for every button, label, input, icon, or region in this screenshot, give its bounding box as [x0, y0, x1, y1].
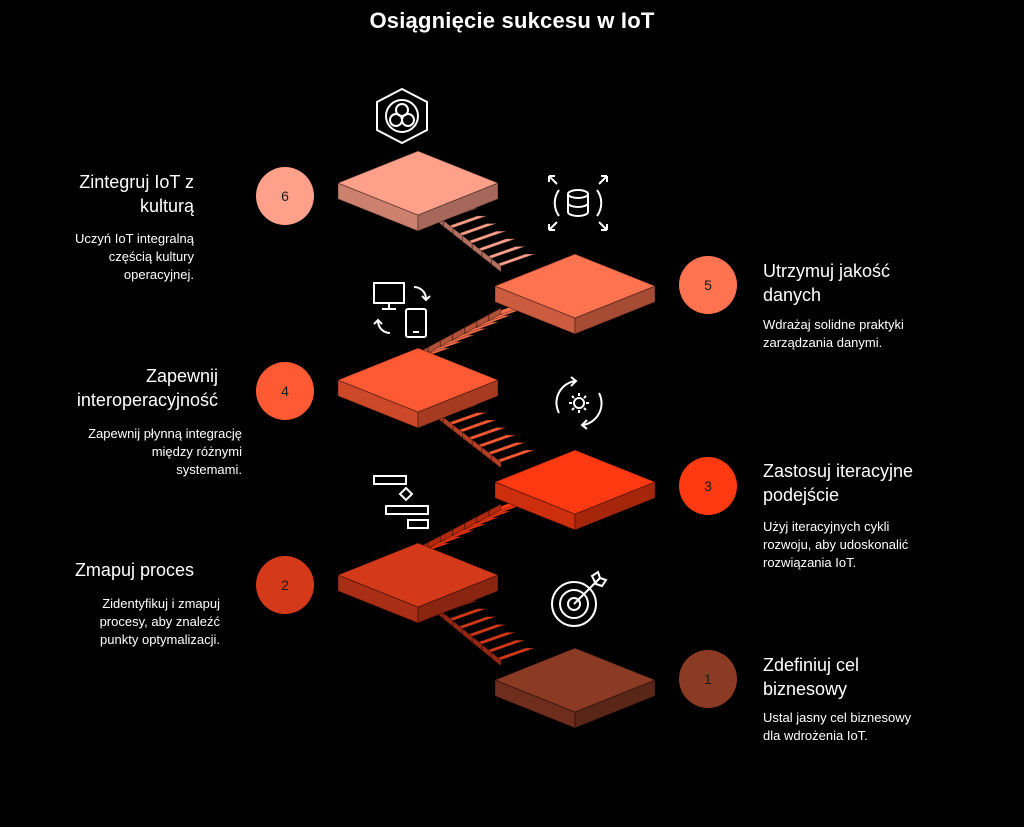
devices-sync-icon	[373, 282, 431, 338]
step-2-badge: 2	[256, 556, 314, 614]
platform-6-side-right	[417, 182, 499, 232]
flight-5-riser	[471, 242, 483, 258]
step-4-badge: 4	[256, 362, 314, 420]
platform-5-top	[493, 253, 657, 319]
flight-3-riser	[462, 430, 473, 447]
platform-2-side-right	[417, 574, 499, 624]
platform-2-top	[336, 542, 500, 608]
diagram-title: Osiągnięcie sukcesu w IoT	[369, 8, 655, 33]
step-5-badge: 5	[679, 256, 737, 314]
flight-1-riser	[490, 651, 502, 668]
flight-5-riser	[490, 257, 502, 274]
flight-5-riser	[462, 234, 473, 251]
step-1-badge: 1	[679, 650, 737, 708]
flight-1-riser	[442, 611, 454, 628]
platform-4-top	[336, 347, 500, 413]
iteration-gear-icon	[555, 376, 603, 430]
flight-5-riser	[442, 219, 454, 235]
flight-2-riser	[488, 503, 502, 518]
flight-1-riser	[462, 627, 473, 644]
flight-3-riser	[490, 453, 502, 470]
flight-1-riser	[452, 619, 463, 636]
culture-hexagon-icon	[376, 87, 428, 145]
flight-1-riser	[481, 643, 492, 660]
database-icon	[548, 175, 608, 231]
flight-5-riser	[481, 249, 492, 266]
flight-4-riser	[488, 307, 502, 322]
process-map-icon	[373, 475, 429, 529]
platform-1-top	[493, 647, 657, 713]
flight-1-riser	[471, 635, 483, 652]
target-icon	[551, 570, 608, 627]
step-2-title: Zmapuj proces	[74, 560, 194, 580]
flight-3-riser	[442, 415, 454, 432]
flight-3-riser	[481, 445, 492, 462]
platform-1-side-right	[574, 679, 656, 729]
flight-5-riser	[452, 226, 463, 243]
platform-6-top	[336, 150, 500, 216]
step-3-badge: 3	[679, 457, 737, 515]
platform-3-top	[493, 449, 657, 515]
step-6-badge: 6	[256, 167, 314, 225]
flight-3-riser	[471, 438, 483, 455]
flight-3-riser	[452, 423, 463, 440]
